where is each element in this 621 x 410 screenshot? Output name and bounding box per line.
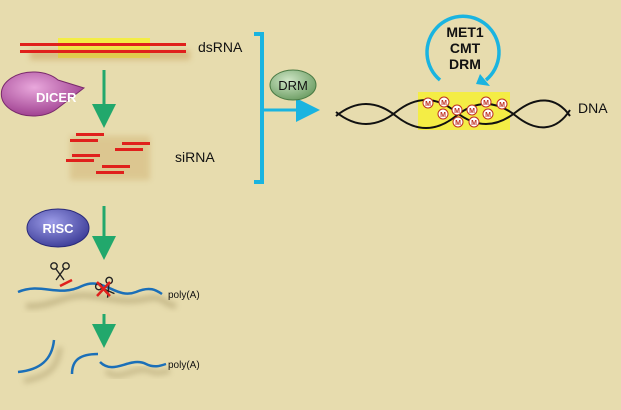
svg-text:M: M xyxy=(483,100,489,107)
red-x-icon xyxy=(96,281,111,297)
methylase-cmt: CMT xyxy=(450,40,481,56)
methylase-drm: DRM xyxy=(449,56,481,72)
drm-enzyme: DRM xyxy=(269,69,317,101)
svg-text:M: M xyxy=(455,120,461,127)
sirna-bracket xyxy=(254,32,320,184)
svg-text:M: M xyxy=(440,112,446,119)
svg-text:M: M xyxy=(425,101,431,108)
polya-label-1: poly(A) xyxy=(168,290,200,301)
methyl-mark: M xyxy=(468,116,480,128)
sirna-fragments xyxy=(66,133,150,180)
svg-text:M: M xyxy=(441,100,447,107)
methyl-mark: M xyxy=(452,116,464,128)
methylase-cycle-arrow xyxy=(425,14,501,86)
svg-text:M: M xyxy=(485,112,491,119)
sirna-label: siRNA xyxy=(175,149,215,165)
risc-label: RISC xyxy=(42,221,74,236)
scissors-icon xyxy=(50,262,70,281)
svg-text:M: M xyxy=(454,108,460,115)
cleaved-mrna xyxy=(17,339,171,384)
methyl-mark: M xyxy=(438,96,450,108)
methyl-mark: M xyxy=(466,104,478,116)
methylase-met1: MET1 xyxy=(446,24,484,40)
risc-complex: RISC xyxy=(26,208,90,248)
dsrna-label: dsRNA xyxy=(198,39,243,55)
methyl-mark: M xyxy=(451,104,463,116)
polya-label-2: poly(A) xyxy=(168,360,200,371)
red-x-icon xyxy=(59,278,73,288)
svg-text:M: M xyxy=(499,102,505,109)
methyl-marks: M M M M M M M M M M xyxy=(422,96,508,128)
methyl-mark: M xyxy=(437,108,449,120)
drm-label: DRM xyxy=(278,78,308,93)
dicer-enzyme: DICER xyxy=(0,71,86,117)
methyl-mark: M xyxy=(496,98,508,110)
methyl-mark: M xyxy=(480,96,492,108)
dicer-label: DICER xyxy=(36,90,77,105)
methyl-mark: M xyxy=(482,108,494,120)
svg-text:M: M xyxy=(471,120,477,127)
dna-label: DNA xyxy=(578,100,608,116)
svg-text:M: M xyxy=(469,108,475,115)
dsrna-strands xyxy=(20,38,190,60)
methyl-mark: M xyxy=(422,97,434,109)
